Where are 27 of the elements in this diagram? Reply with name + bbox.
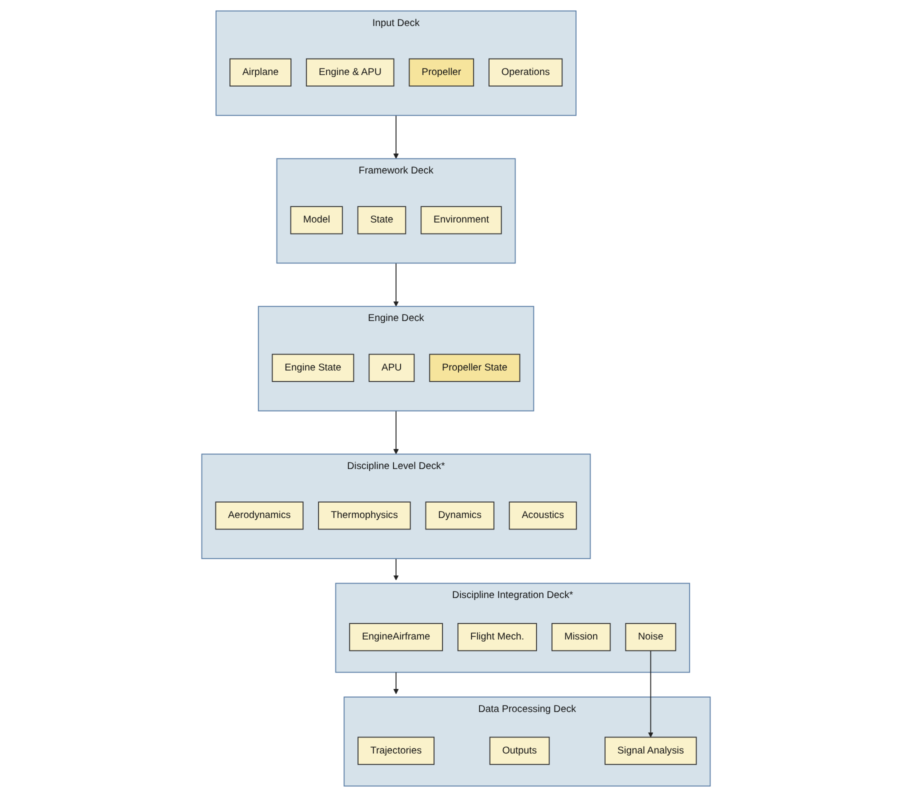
node-box: Propeller State bbox=[429, 354, 520, 382]
node-box: Flight Mech. bbox=[457, 623, 537, 652]
node-box: APU bbox=[368, 354, 415, 382]
node-box: Thermophysics bbox=[318, 502, 411, 530]
arrow bbox=[393, 114, 399, 159]
node-box: Operations bbox=[488, 58, 563, 86]
node-box: Noise bbox=[625, 623, 676, 652]
node-box: Propeller bbox=[408, 58, 474, 86]
node-box: Signal Analysis bbox=[604, 736, 697, 765]
node-box: Mission bbox=[552, 623, 611, 652]
node-box: Environment bbox=[420, 206, 502, 234]
node-box: Dynamics bbox=[425, 502, 494, 530]
arrow bbox=[393, 672, 399, 694]
node-box: Engine & APU bbox=[306, 58, 394, 86]
node-box: State bbox=[357, 206, 406, 234]
node-box: Airplane bbox=[230, 58, 292, 86]
node-box: Engine State bbox=[272, 354, 354, 382]
node-box: Model bbox=[290, 206, 343, 234]
node-box: Acoustics bbox=[508, 502, 577, 530]
node-box: Trajectories bbox=[358, 736, 435, 765]
arrow bbox=[393, 558, 399, 580]
node-box: Aerodynamics bbox=[215, 502, 304, 530]
arrow bbox=[393, 262, 399, 307]
node-box: EngineAirframe bbox=[349, 623, 443, 652]
arrow bbox=[393, 410, 399, 454]
node-box: Outputs bbox=[489, 736, 550, 765]
arrow bbox=[648, 650, 654, 738]
